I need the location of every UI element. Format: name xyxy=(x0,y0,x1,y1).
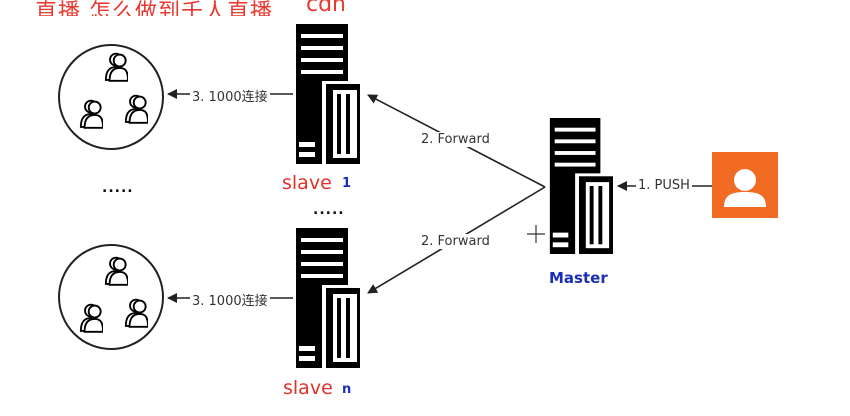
slave-bottom-label: slave xyxy=(283,377,333,399)
cursor-icon xyxy=(527,225,545,243)
ellipsis-middle: ..... xyxy=(313,202,345,218)
master-server-icon xyxy=(549,118,613,254)
slave-bottom-number: n xyxy=(342,382,352,397)
push-label: 1. PUSH xyxy=(636,178,692,193)
publisher-user-icon xyxy=(712,152,778,218)
page-title: 直播 怎么做到千人直播 xyxy=(35,0,273,16)
slave-top-label: slave xyxy=(282,172,332,194)
cdn-label: cdn xyxy=(306,0,347,14)
user-group-top xyxy=(58,44,164,150)
slave-top-number: 1 xyxy=(342,176,352,191)
user-group-bottom xyxy=(58,244,164,350)
ellipsis-left: ..... xyxy=(102,180,134,196)
slave-bottom-server-icon xyxy=(296,228,360,368)
connections-label-bottom: 3. 1000连接 xyxy=(190,290,270,309)
master-label: Master xyxy=(549,269,608,287)
connections-label-top: 3. 1000连接 xyxy=(190,86,270,105)
forward-label-top: 2. Forward xyxy=(419,132,492,147)
slave-top-server-icon xyxy=(296,24,360,164)
forward-label-bottom: 2. Forward xyxy=(419,234,492,249)
